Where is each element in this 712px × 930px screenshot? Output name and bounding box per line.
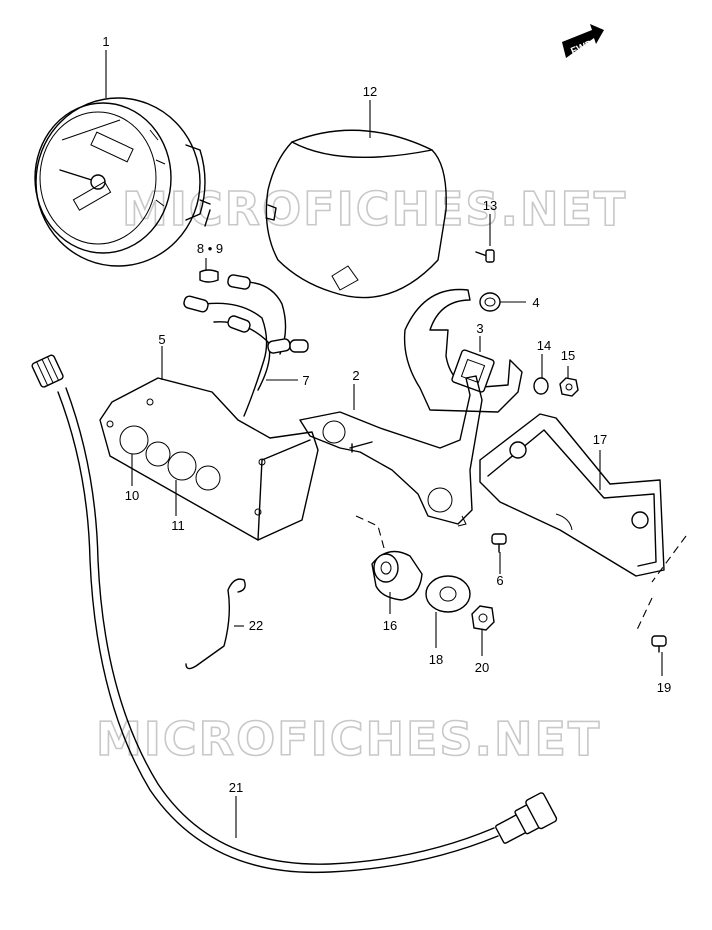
grommet-16 <box>371 550 423 601</box>
speedometer-gauge <box>34 97 211 267</box>
callout-3: 3 <box>476 321 483 336</box>
callout-10: 10 <box>125 488 139 503</box>
callout-14: 14 <box>537 338 551 353</box>
screw-19 <box>651 635 667 653</box>
callout-4: 4 <box>532 295 539 310</box>
meter-bracket-3 <box>403 288 523 413</box>
callout-6: 6 <box>496 573 503 588</box>
callout-22: 22 <box>249 618 263 633</box>
meter-bracket-2 <box>299 375 483 527</box>
wire-harness-7 <box>183 274 309 417</box>
watermark-bottom: MICROFICHES.NET <box>96 712 601 766</box>
leader-lines <box>105 50 687 838</box>
callout-19: 19 <box>657 680 671 695</box>
callout-11: 11 <box>171 518 185 533</box>
bulb-8-9 <box>199 269 219 283</box>
nut-15 <box>559 377 579 397</box>
callout-21: 21 <box>229 780 243 795</box>
washer-14 <box>533 377 549 395</box>
callout-20: 20 <box>475 660 489 675</box>
callout-17: 17 <box>593 432 607 447</box>
screw-6 <box>491 533 507 553</box>
callout-5: 5 <box>158 332 165 347</box>
grommet-4 <box>479 292 501 312</box>
callout-7: 7 <box>302 373 309 388</box>
nut-20 <box>471 605 495 631</box>
callout-labels: 1 2 3 4 5 6 7 8 • 9 10 11 12 13 14 15 16… <box>102 34 671 795</box>
callout-2: 2 <box>352 368 359 383</box>
meter-panel-17 <box>479 413 665 577</box>
callout-15: 15 <box>561 348 575 363</box>
speedometer-cable-21 <box>31 354 558 874</box>
callout-13: 13 <box>483 198 497 213</box>
callout-1: 1 <box>102 34 109 49</box>
gauge-cup <box>265 129 447 299</box>
screw-13 <box>475 249 495 263</box>
callout-12: 12 <box>363 84 377 99</box>
washer-18 <box>425 575 471 613</box>
cable-clip-22 <box>185 578 246 670</box>
watermark-top: MICROFICHES.NET <box>122 182 627 236</box>
callout-16: 16 <box>383 618 397 633</box>
callout-8-9: 8 • 9 <box>197 241 223 256</box>
indicator-housing-5 <box>99 377 319 541</box>
fwd-arrow-badge: FWD <box>562 24 604 58</box>
callout-18: 18 <box>429 652 443 667</box>
